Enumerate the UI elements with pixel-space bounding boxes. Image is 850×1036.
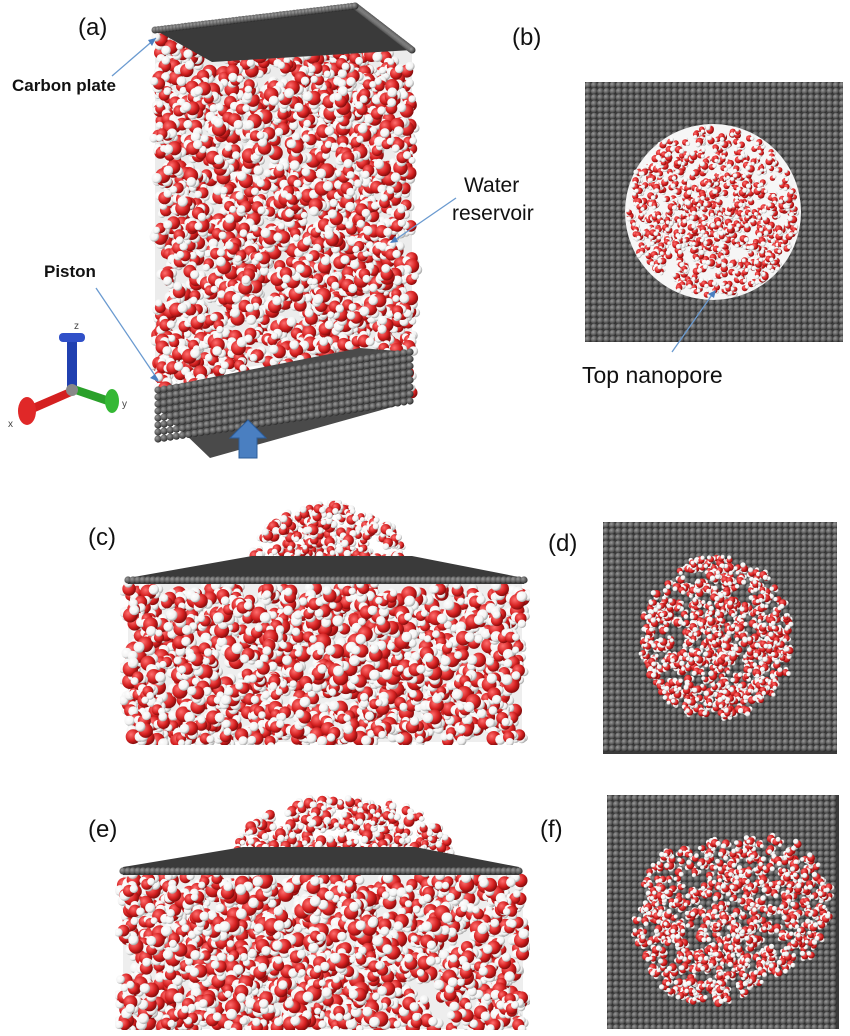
panel-e-side-view: [115, 795, 530, 1030]
y-axis-label: y: [122, 399, 127, 410]
carbon-plate: [124, 556, 528, 584]
water-molecules: [232, 795, 455, 869]
water-molecules: [120, 578, 530, 745]
carbon-plate: [119, 847, 523, 875]
z-axis-label: z: [74, 321, 79, 332]
panel-label-d: (d): [548, 530, 577, 558]
panel-d-top-view: [603, 522, 837, 754]
water-molecules: [625, 124, 800, 298]
y-axis-arrow: [72, 385, 119, 413]
pressure-arrow-icon: [226, 418, 270, 460]
water-molecules: [115, 866, 530, 1030]
piston-label: Piston: [44, 262, 96, 282]
panel-label-a: (a): [78, 14, 107, 42]
piston-plate: [154, 348, 414, 458]
panel-label-f: (f): [540, 816, 563, 844]
x-axis-label: x: [8, 419, 13, 430]
axis-triad: z y x: [0, 315, 140, 435]
z-axis-arrow: [59, 333, 85, 389]
panel-label-c: (c): [88, 524, 116, 552]
panel-label-b: (b): [512, 24, 541, 52]
panel-b-top-view: [585, 82, 843, 342]
x-axis-arrow: [18, 387, 74, 425]
panel-label-e: (e): [88, 816, 117, 844]
water-reservoir-label-line1: Water: [464, 174, 519, 198]
panel-f-top-view: [607, 795, 839, 1029]
carbon-plate-label: Carbon plate: [12, 76, 116, 96]
top-carbon-plate: [151, 2, 416, 62]
panel-c-side-view: [120, 500, 530, 745]
panel-a-simulation-box: [140, 0, 430, 470]
water-molecules: [638, 554, 794, 722]
water-molecules: [631, 832, 835, 1007]
water-reservoir-label-line2: reservoir: [452, 202, 534, 226]
top-nanopore-label: Top nanopore: [582, 362, 723, 389]
